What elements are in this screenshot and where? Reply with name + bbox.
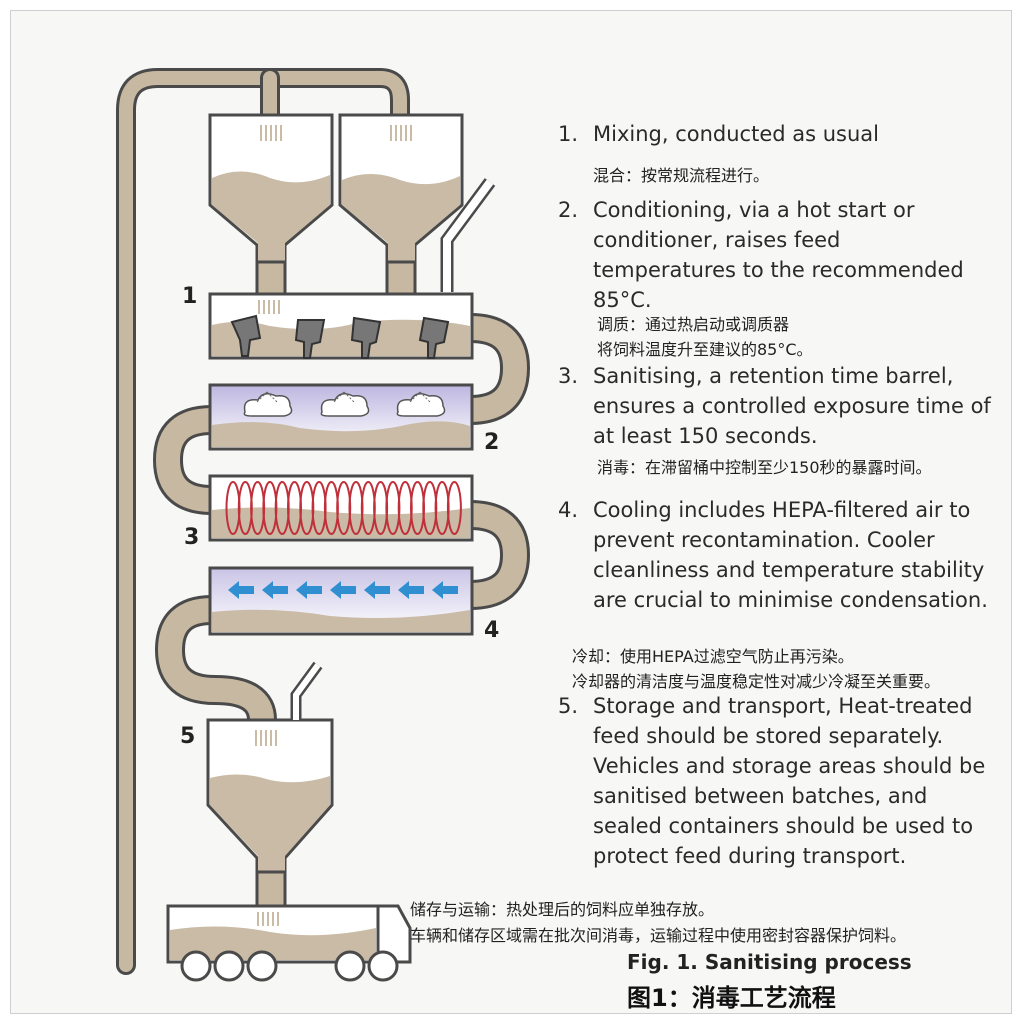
step-5-zh-line1: 储存与运输：热处理后的饲料应单独存放。 [410,900,715,919]
step-2-number: 2. [558,198,579,222]
figure-caption-zh: 图1：消毒工艺流程 [627,984,836,1012]
stage-label-5: 5 [180,724,196,749]
step-2-text: 2. Conditioning, via a hot start or condi… [558,195,998,315]
feed-hopper-right [338,113,464,296]
heating-coil [225,481,462,535]
step-4-zh-line2: 冷却器的清洁度与温度稳定性对减少冷凝至关重要。 [572,672,941,691]
step-2-zh-line1: 调质：通过热启动或调质器 [597,315,790,334]
step-4-en: Cooling includes HEPA-filtered air to pr… [593,498,988,612]
transport-truck-icon [166,904,412,982]
steam-cloud-icon [243,393,446,417]
step-4-zh-line1: 冷却：使用HEPA过滤空气防止再污染。 [572,647,854,666]
conditioner-barrel [208,383,474,451]
step-5-en: Storage and transport, Heat-treated feed… [593,694,986,868]
feed-hopper-left [208,113,334,296]
stage-label-2: 2 [484,430,500,455]
cool-arrow-icon [330,581,356,599]
cooler-barrel [208,566,474,636]
step-3-number: 3. [558,364,579,388]
stage-label-1: 1 [182,284,198,309]
step-3-en: Sanitising, a retention time barrel, ens… [593,364,991,448]
cool-arrow-icon [432,581,458,599]
stage-label-3: 3 [184,525,200,550]
step-1-en: Mixing, conducted as usual [593,122,880,146]
stage-label-4: 4 [484,618,500,643]
mixer-barrel [208,292,474,360]
cool-arrow-icon [296,581,322,599]
cool-arrow-icon [262,581,288,599]
cool-arrow-icon [364,581,390,599]
storage-silo [206,661,334,908]
cool-arrow-icon [398,581,424,599]
step-3-text: 3. Sanitising, a retention time barrel, e… [558,361,998,451]
step-2-en: Conditioning, via a hot start or conditi… [593,198,964,312]
step-4-number: 4. [558,498,579,522]
coil-ring [446,481,462,535]
step-5-text: 5. Storage and transport, Heat-treated fe… [558,691,998,871]
return-pipe [116,68,410,975]
step-5-zh-line2: 车辆和储存区域需在批次间消毒，运输过程中使用密封容器保护饲料。 [410,926,907,945]
cool-arrow-icon [228,581,254,599]
step-1-number: 1. [558,122,579,146]
step-1-text: 1. Mixing, conducted as usual [558,119,998,149]
step-3-zh: 消毒：在滞留桶中控制至少150秒的暴露时间。 [597,458,932,477]
step-2-zh-line2: 将饲料温度升至建议的85°C。 [597,340,813,359]
step-5-number: 5. [558,694,579,718]
cooling-air-arrows [228,581,458,599]
retention-barrel [208,474,474,542]
step-1-zh: 混合：按常规流程进行。 [593,166,770,185]
figure-caption-en: Fig. 1. Sanitising process [627,950,912,974]
steam-inlet-pipe [440,178,496,292]
step-4-text: 4. Cooling includes HEPA-filtered air to … [558,495,998,615]
connector-pipes [152,313,531,722]
